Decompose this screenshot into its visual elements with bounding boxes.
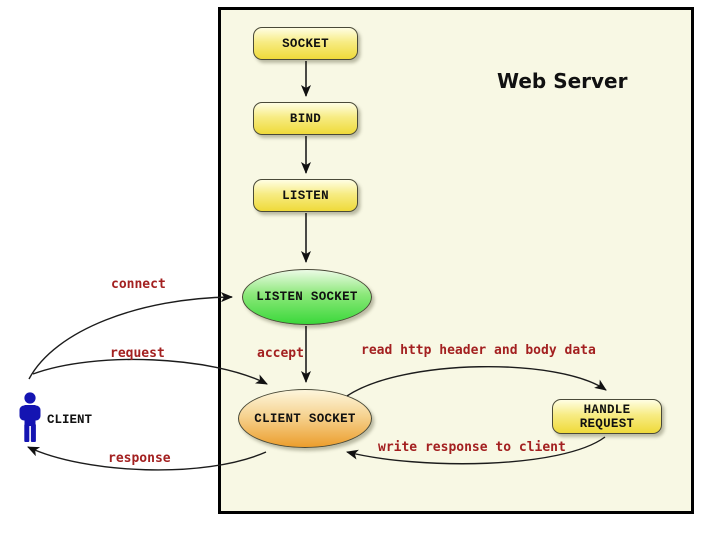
- node-listen-socket-label: LISTEN SOCKET: [256, 290, 358, 304]
- node-listen: LISTEN: [253, 179, 358, 212]
- arrow-response: [27, 446, 267, 471]
- arrow-read-http: [346, 365, 607, 397]
- edge-label-connect: connect: [111, 277, 166, 292]
- client-actor-label: CLIENT: [47, 413, 93, 427]
- node-listen-label: LISTEN: [282, 188, 329, 203]
- node-socket: SOCKET: [253, 27, 358, 60]
- edge-label-write-response: write response to client: [378, 440, 566, 455]
- node-socket-label: SOCKET: [282, 36, 329, 51]
- node-handle-request-label: HANDLE REQUEST: [579, 402, 635, 431]
- node-bind: BIND: [253, 102, 358, 135]
- arrow-write-response: [346, 436, 606, 465]
- edge-label-read-http: read http header and body data: [361, 343, 596, 358]
- edge-label-response: response: [108, 451, 171, 466]
- edge-label-request: request: [110, 346, 165, 361]
- node-bind-label: BIND: [289, 111, 322, 126]
- node-handle-request: HANDLE REQUEST: [552, 399, 662, 434]
- client-person-icon: [19, 392, 41, 442]
- arrow-connect: [28, 292, 233, 380]
- diagram-title: Web Server: [497, 69, 628, 93]
- node-client-socket: CLIENT SOCKET: [238, 389, 372, 448]
- node-listen-socket: LISTEN SOCKET: [242, 269, 372, 325]
- edge-label-accept: accept: [257, 346, 304, 361]
- node-client-socket-label: CLIENT SOCKET: [254, 411, 356, 426]
- arrow-request: [32, 358, 268, 385]
